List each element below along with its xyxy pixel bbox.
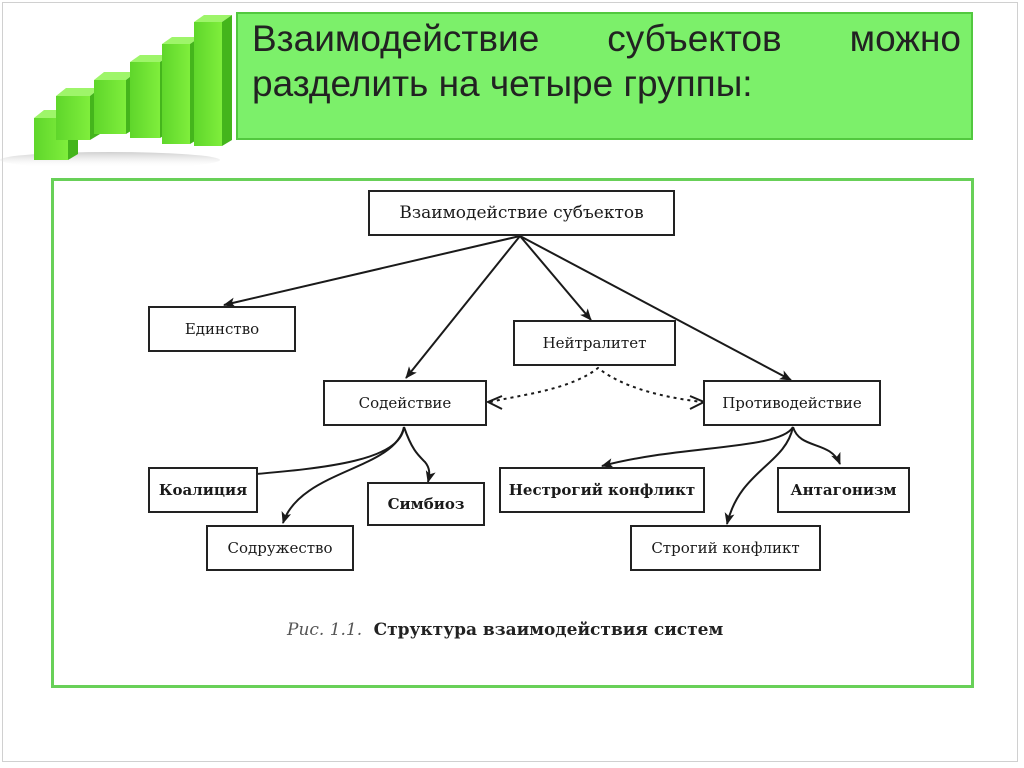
arrow-cooperation-coalition <box>243 426 405 480</box>
node-commonwealth: Содружество <box>206 525 354 571</box>
arrow-cooperation-symbiosis <box>403 426 436 483</box>
node-neutrality: Нейтралитет <box>513 320 676 366</box>
figure-frame <box>51 178 974 688</box>
arrow-opposition-strict-conflict <box>724 426 794 525</box>
node-cooperation: Содействие <box>323 380 487 426</box>
slide-title: Взаимодействие субъектов можно разделить… <box>236 12 973 140</box>
node-symbiosis: Симбиоз <box>367 482 485 526</box>
arrow-root-unity <box>223 235 521 308</box>
arrow-root-opposition <box>519 235 792 381</box>
node-opposition: Противодействие <box>703 380 881 426</box>
arrow-opposition-antagonism <box>792 426 841 465</box>
node-soft-conflict: Нестрогий конфликт <box>499 467 705 513</box>
arrow-neutrality-dotted <box>489 366 703 403</box>
node-strict-conflict: Строгий конфликт <box>630 525 821 571</box>
figure-caption: Рис. 1.1. Структура взаимодействия систе… <box>287 620 723 640</box>
arrow-cooperation-commonwealth <box>281 426 405 524</box>
figure-caption-number: Рис. 1.1. <box>287 620 363 640</box>
bar-chart-logo <box>0 15 232 168</box>
node-unity: Единство <box>148 306 296 352</box>
arrow-opposition-soft-conflict <box>601 426 794 468</box>
arrow-root-neutrality <box>519 235 592 321</box>
node-root: Взаимодействие субъектов <box>368 190 675 236</box>
figure-caption-title: Структура взаимодействия систем <box>373 620 724 640</box>
node-coalition: Коалиция <box>148 467 258 513</box>
node-antagonism: Антагонизм <box>777 467 910 513</box>
arrow-root-cooperation <box>405 235 521 379</box>
